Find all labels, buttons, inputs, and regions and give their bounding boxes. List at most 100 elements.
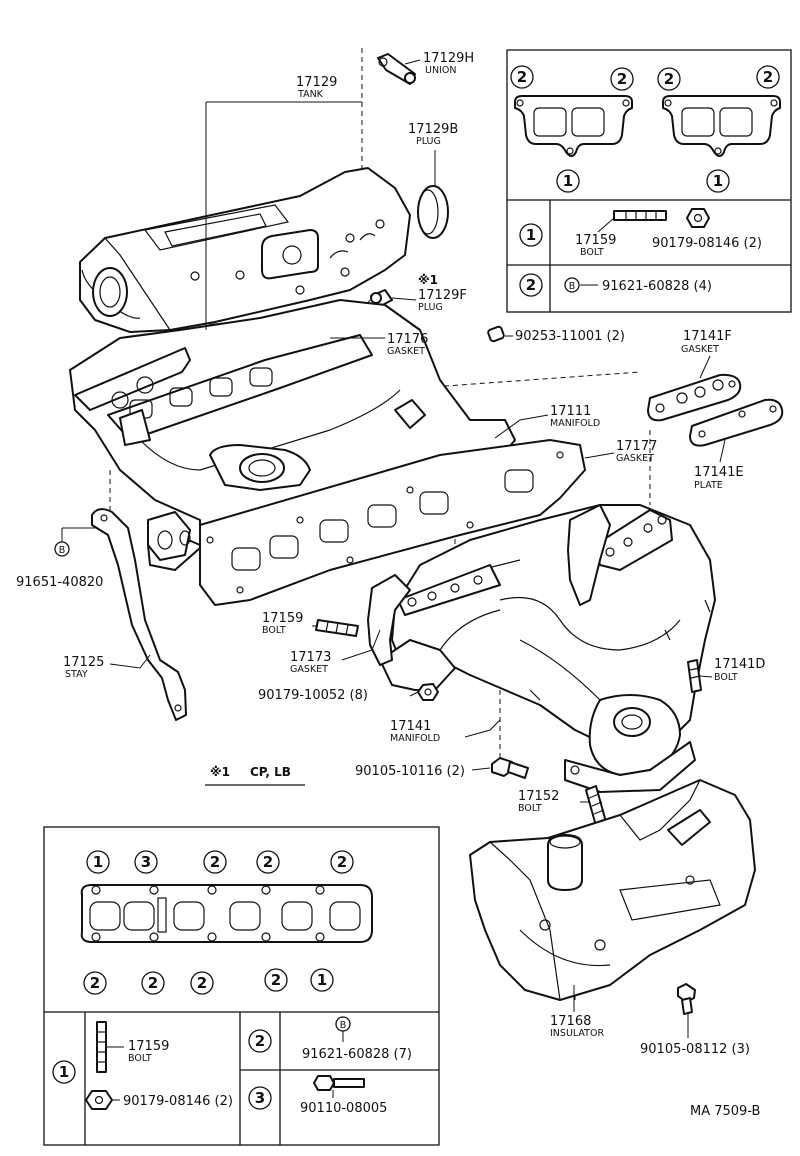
svg-text:2: 2 xyxy=(763,68,773,86)
callout-marker: 2 xyxy=(203,850,227,874)
note-marker: ※1 xyxy=(210,765,230,779)
part-name: BOLT xyxy=(128,1053,152,1064)
callout-marker: 2 xyxy=(264,968,288,992)
callout-marker: 2 xyxy=(657,67,681,91)
note-marker: ※1 xyxy=(418,273,438,287)
callout-marker: 3 xyxy=(134,850,158,874)
manifold-17141 xyxy=(379,504,716,793)
callout-marker: 1 xyxy=(519,223,543,247)
part-number: 90105-10116 (2) xyxy=(355,764,465,779)
svg-text:2: 2 xyxy=(148,974,158,992)
svg-text:2: 2 xyxy=(90,974,100,992)
part-number: 17159 xyxy=(575,233,616,248)
callout-marker: 1 xyxy=(556,169,580,193)
stud-bolt-icon xyxy=(613,210,667,221)
part-name: GASKET xyxy=(681,344,719,355)
part-name: STAY xyxy=(65,669,88,680)
part-number: 90110-08005 xyxy=(300,1101,387,1116)
part-number: 17152 xyxy=(518,789,559,804)
dowel-90253 xyxy=(487,325,505,343)
gasket-outline-left xyxy=(514,95,633,157)
gasket-outline-right xyxy=(662,95,781,157)
part-number: 17168 xyxy=(550,1014,591,1029)
part-name: TANK xyxy=(297,89,324,100)
part-number: 17141D xyxy=(714,657,765,672)
svg-text:2: 2 xyxy=(664,70,674,88)
part-number: 90253-11001 (2) xyxy=(515,329,625,344)
part-number: 17129 xyxy=(296,75,337,90)
part-number: 17141E xyxy=(694,465,744,480)
b-badge-icon: B xyxy=(54,541,70,557)
part-number: 17125 xyxy=(63,655,104,670)
svg-text:2: 2 xyxy=(617,70,627,88)
part-name: BOLT xyxy=(262,625,286,636)
callout-marker: 1 xyxy=(310,968,334,992)
main-assembly: B xyxy=(54,48,784,1038)
part-name: PLATE xyxy=(694,480,723,491)
part-number: 17176 xyxy=(387,332,428,347)
part-name: PLUG xyxy=(416,136,441,147)
svg-text:2: 2 xyxy=(197,974,207,992)
callout-marker: 2 xyxy=(256,850,280,874)
gasket-17173 xyxy=(367,504,611,666)
callout-marker: 1 xyxy=(706,169,730,193)
callout-marker: 2 xyxy=(83,971,107,995)
part-number: 17129F xyxy=(418,288,467,303)
part-number: 90179-08146 (2) xyxy=(652,236,762,251)
nut-icon xyxy=(85,1090,113,1110)
part-name: BOLT xyxy=(714,672,738,683)
part-number: 17141 xyxy=(390,719,431,734)
b-badge-icon: B xyxy=(335,1016,351,1032)
inset-bottom-left: 1 3 2 2 2 2 2 2 2 1 1 17159 BOLT 90179-0… xyxy=(43,826,440,1146)
svg-text:B: B xyxy=(340,1020,347,1031)
part-name: GASKET xyxy=(290,664,328,675)
b-badge-icon: B xyxy=(564,277,580,293)
part-number: 90179-10052 (8) xyxy=(258,688,368,703)
insulator-17168 xyxy=(469,779,756,1001)
plug-17129f xyxy=(370,289,393,308)
callout-marker: 2 xyxy=(141,971,165,995)
part-name: PLUG xyxy=(418,302,443,313)
callout-marker: 2 xyxy=(756,65,780,89)
part-number: 91621-60828 (7) xyxy=(302,1047,412,1062)
svg-text:2: 2 xyxy=(210,853,220,871)
part-name: MANIFOLD xyxy=(390,733,440,744)
part-number: 17159 xyxy=(262,611,303,626)
svg-text:2: 2 xyxy=(517,68,527,86)
part-name: MANIFOLD xyxy=(550,418,600,429)
part-number: 17177 xyxy=(616,439,657,454)
inset-top-right: 2 2 2 2 1 1 1 17159 BOLT 90179-08146 (2)… xyxy=(506,49,792,313)
part-number: 17159 xyxy=(128,1039,169,1054)
svg-text:2: 2 xyxy=(271,971,281,989)
gasket-17141f xyxy=(647,373,742,422)
svg-text:2: 2 xyxy=(263,853,273,871)
svg-text:B: B xyxy=(59,545,66,556)
gasket-outline-bottom xyxy=(80,884,373,943)
nut-icon xyxy=(686,208,710,228)
part-number: 90105-08112 (3) xyxy=(640,1042,750,1057)
part-name: BOLT xyxy=(580,247,604,258)
part-name: GASKET xyxy=(387,346,425,357)
part-name: UNION xyxy=(425,65,456,76)
svg-text:1: 1 xyxy=(563,172,573,190)
part-number: 91651-40820 xyxy=(16,575,103,590)
callout-marker: 2 xyxy=(330,850,354,874)
callout-marker: 3 xyxy=(248,1086,272,1110)
callout-marker: 1 xyxy=(52,1060,76,1084)
stud-bolt-17159 xyxy=(315,619,359,637)
plug-17129b xyxy=(417,185,449,239)
svg-text:1: 1 xyxy=(59,1063,69,1081)
part-number: 17111 xyxy=(550,404,591,419)
stud-bolt-17141d xyxy=(687,659,702,693)
callout-marker: 2 xyxy=(248,1029,272,1053)
svg-text:1: 1 xyxy=(93,853,103,871)
part-number: 91621-60828 (4) xyxy=(602,279,712,294)
note-text: CP, LB xyxy=(250,765,291,779)
svg-text:3: 3 xyxy=(255,1089,265,1107)
tank-17129 xyxy=(79,167,411,333)
stay-17125 xyxy=(91,508,187,721)
svg-text:2: 2 xyxy=(255,1032,265,1050)
part-number: 17141F xyxy=(683,329,732,344)
callout-marker: 1 xyxy=(86,850,110,874)
labels: 17129H UNION 17129 TANK 17129B PLUG ※1 1… xyxy=(16,51,765,1119)
